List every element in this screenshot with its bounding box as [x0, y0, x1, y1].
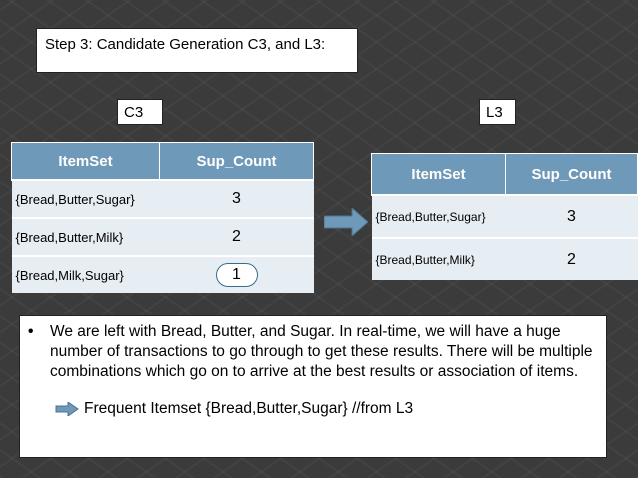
c3-count-cell: 2: [159, 217, 314, 256]
c3-itemset-cell: {Bread,Butter,Sugar}: [11, 179, 160, 218]
l3-label: L3: [486, 104, 503, 121]
table-row: {Bread,Butter,Sugar} 3: [11, 179, 314, 218]
step-title: Step 3: Candidate Generation C3, and L3:: [45, 36, 326, 53]
c3-header-sup-count: Sup_Count: [159, 142, 314, 181]
c3-label: C3: [124, 104, 144, 121]
l3-header-itemset: ItemSet: [371, 153, 506, 196]
l3-label-box: L3: [479, 99, 516, 125]
notes-box: • We are left with Bread, Butter, and Su…: [19, 315, 607, 458]
l3-count-cell: 2: [505, 237, 638, 280]
l3-count-cell: 3: [505, 194, 638, 238]
step-title-box: Step 3: Candidate Generation C3, and L3:: [36, 28, 358, 73]
l3-header-row: ItemSet Sup_Count: [371, 153, 638, 196]
l3-itemset-cell: {Bread,Butter,Sugar}: [371, 194, 506, 238]
bullet-text: We are left with Bread, Butter, and Suga…: [50, 323, 593, 380]
c3-table: ItemSet Sup_Count {Bread,Butter,Sugar} 3…: [11, 142, 314, 293]
table-row: {Bread,Butter,Sugar} 3: [371, 194, 638, 238]
right-arrow-icon: [324, 208, 368, 236]
sub-bullet-item: Frequent Itemset {Bread,Butter,Sugar} //…: [50, 400, 598, 418]
c3-header-row: ItemSet Sup_Count: [11, 142, 314, 181]
bullet-dot-icon: •: [28, 323, 34, 340]
c3-itemset-cell: {Bread,Butter,Milk}: [11, 217, 160, 256]
arrow-bullet-icon: [55, 402, 79, 416]
table-row: {Bread,Milk,Sugar} 1: [11, 255, 314, 293]
highlight-oval: 1: [215, 263, 258, 287]
c3-count-cell: 3: [159, 179, 314, 218]
c3-itemset-cell: {Bread,Milk,Sugar}: [11, 255, 160, 293]
l3-header-sup-count: Sup_Count: [505, 153, 638, 196]
c3-label-box: C3: [117, 99, 163, 125]
c3-header-itemset: ItemSet: [11, 142, 160, 181]
table-row: {Bread,Butter,Milk} 2: [11, 217, 314, 256]
l3-itemset-cell: {Bread,Butter,Milk}: [371, 237, 506, 280]
c3-count-cell: 1: [159, 255, 314, 293]
bullet-item: • We are left with Bread, Butter, and Su…: [28, 322, 598, 382]
sub-bullet-text: Frequent Itemset {Bread,Butter,Sugar} //…: [84, 400, 414, 417]
l3-table: ItemSet Sup_Count {Bread,Butter,Sugar} 3…: [371, 153, 638, 280]
table-row: {Bread,Butter,Milk} 2: [371, 237, 638, 280]
